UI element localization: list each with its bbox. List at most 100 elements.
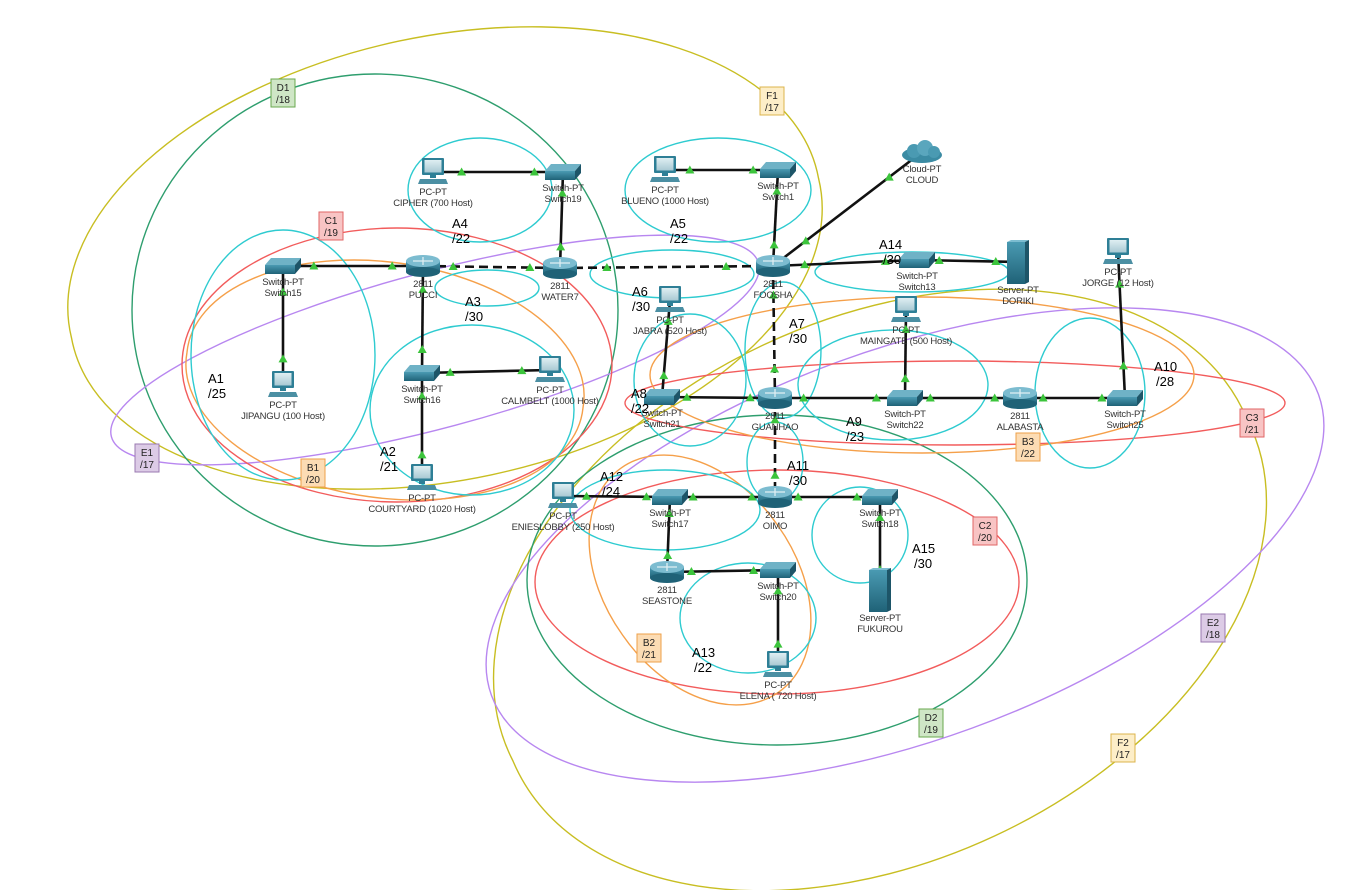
switch-icon xyxy=(644,389,680,405)
switch-icon xyxy=(652,489,688,505)
zone-name: F2 xyxy=(1117,738,1129,749)
device-name-label: JIPANGU (100 Host) xyxy=(241,411,325,422)
link-switch25-jorge[interactable] xyxy=(1116,251,1127,399)
switch-icon xyxy=(887,390,923,406)
device-type-label: 2811 xyxy=(765,411,785,422)
link-jabra-switch21[interactable] xyxy=(660,299,672,398)
link-switch22-maingate[interactable] xyxy=(903,309,908,399)
link-foosha-cloud[interactable] xyxy=(772,150,923,268)
port-up-indicator-icon xyxy=(748,165,758,174)
switch-icon xyxy=(1107,390,1143,406)
link-foosha-guanhao[interactable] xyxy=(771,265,777,399)
router-icon xyxy=(1002,386,1038,410)
port-up-indicator-icon xyxy=(799,393,809,402)
device-name-label: Switch19 xyxy=(545,194,582,205)
pc-icon xyxy=(268,371,298,397)
device-name-label: Switch1 xyxy=(762,192,794,203)
device-type-label: Switch-PT xyxy=(542,183,584,194)
switch-icon xyxy=(265,258,301,274)
zone-tag-e1: E1/17 xyxy=(134,443,160,473)
device-name-label: ENIESLOBBY (250 Host) xyxy=(512,522,615,533)
device-type-label: 2811 xyxy=(765,510,785,521)
zone-tag-b2: B2/21 xyxy=(636,633,662,663)
device-name-label: Switch15 xyxy=(265,288,302,299)
link-pucci-water7[interactable] xyxy=(422,264,561,270)
device-type-label: Switch-PT xyxy=(896,271,938,282)
zone-name: B1 xyxy=(307,463,320,474)
zone-tag-f1: F1/17 xyxy=(759,86,785,116)
router-icon xyxy=(755,254,791,278)
port-up-indicator-icon xyxy=(925,393,935,402)
area-a1-label: A1/25 xyxy=(208,371,226,401)
pc-icon xyxy=(650,156,680,182)
server-icon xyxy=(1007,240,1029,284)
device-name-label: JORGE (12 Host) xyxy=(1082,278,1153,289)
link-switch21-guanhao[interactable] xyxy=(661,395,776,400)
router-icon xyxy=(649,560,685,584)
port-up-indicator-icon xyxy=(770,364,780,373)
port-up-indicator-icon xyxy=(659,371,669,380)
device-name-label: SEASTONE xyxy=(642,596,692,607)
device-type-label: 2811 xyxy=(1010,411,1030,422)
area-a4-ellipse xyxy=(407,137,553,243)
port-up-indicator-icon xyxy=(417,344,427,353)
area-a8-label: A8/22 xyxy=(631,386,649,416)
port-up-indicator-icon xyxy=(772,186,782,195)
link-switch19-water7[interactable] xyxy=(558,171,565,269)
switch-icon xyxy=(760,562,796,578)
link-water7-foosha[interactable] xyxy=(559,264,774,270)
zone-mask: /18 xyxy=(276,95,290,106)
device-name-label: Switch20 xyxy=(760,592,797,603)
link-pucci-switch16[interactable] xyxy=(420,265,425,374)
port-up-indicator-icon xyxy=(602,263,612,272)
area-a9-label: A9/23 xyxy=(846,414,864,444)
link-switch16-calmbelt[interactable] xyxy=(421,368,551,375)
area-a12-ellipse xyxy=(569,469,761,551)
zone-c1-ellipse xyxy=(181,227,613,503)
link-foosha-switch13[interactable] xyxy=(772,258,918,268)
area-a5-ellipse xyxy=(624,137,812,243)
device-name-label: FOOSHA xyxy=(754,290,794,301)
port-up-indicator-icon xyxy=(884,172,894,181)
link-seastone-switch20[interactable] xyxy=(666,568,779,574)
device-name-label: OIMO xyxy=(763,521,788,532)
area-a11-label: A11/30 xyxy=(787,458,809,488)
zone-c3-ellipse xyxy=(624,360,1286,446)
zone-tag-d2: D2/19 xyxy=(918,708,944,738)
zone-tag-f2: F2/17 xyxy=(1110,733,1136,763)
device-name-label: ALABASTA xyxy=(997,422,1045,433)
link-switch1-foosha[interactable] xyxy=(771,169,780,267)
